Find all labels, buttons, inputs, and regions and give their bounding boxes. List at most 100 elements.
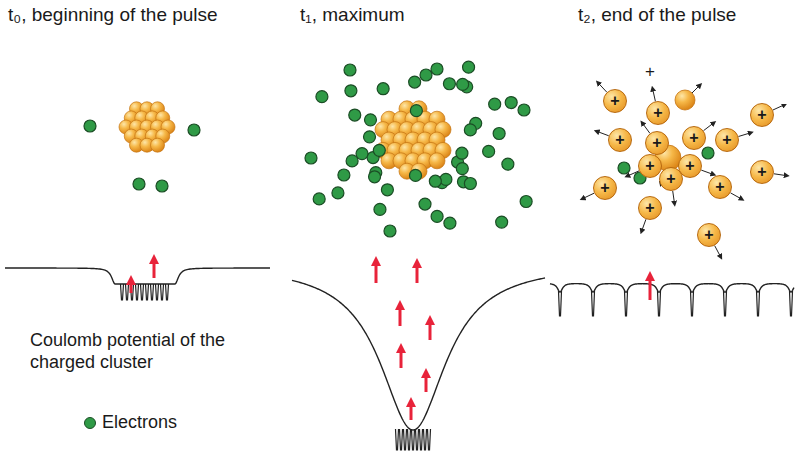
electron [464, 178, 476, 190]
electron [84, 120, 96, 132]
electron [502, 158, 514, 170]
electron [313, 193, 325, 205]
electron [156, 180, 168, 192]
escape-arrow [410, 402, 413, 420]
electron [384, 225, 396, 237]
velocity-arrow [642, 219, 646, 231]
electron [338, 169, 350, 181]
escape-arrow [425, 373, 428, 392]
ion: + [750, 103, 774, 127]
legend-entry: Electrons [84, 412, 177, 434]
ion: + [750, 160, 774, 184]
ion: + [593, 176, 617, 200]
velocity-arrow [597, 131, 609, 136]
potential-spike [412, 429, 415, 450]
potential-spike [625, 291, 628, 316]
coulomb-potential [5, 268, 794, 450]
electron [483, 145, 495, 157]
electrons [84, 61, 714, 237]
ion: + [608, 128, 632, 152]
electron [429, 175, 441, 187]
ion-charge: + [645, 200, 654, 216]
potential-spike [691, 291, 694, 316]
atom [429, 153, 445, 169]
ion-velocity-arrows [582, 83, 786, 257]
ion-charge: + [645, 158, 654, 174]
potential-spike [156, 284, 159, 300]
electron [410, 105, 422, 117]
ion-charge: + [615, 132, 624, 148]
electron [346, 155, 358, 167]
electron [518, 104, 530, 116]
potential-spike [400, 429, 403, 450]
ion: + [638, 196, 662, 220]
electron [364, 131, 376, 143]
electron [456, 163, 468, 175]
electron [505, 97, 517, 109]
escape-arrow [429, 320, 432, 340]
electron [520, 196, 532, 208]
electron [381, 184, 393, 196]
potential-curve [5, 268, 270, 284]
electron [431, 210, 443, 222]
ion-charge: + [610, 93, 619, 109]
electron [419, 198, 431, 210]
potential-spike [404, 429, 407, 450]
potential-spike [658, 291, 661, 316]
escape-arrow [399, 305, 402, 326]
electron [618, 162, 630, 174]
electron [188, 124, 200, 136]
ion: + [682, 126, 706, 150]
ion-charge: + [653, 105, 662, 121]
potential-spike [121, 284, 124, 300]
escape-arrow [130, 280, 133, 293]
potential-spike [126, 284, 129, 300]
velocity-arrow [773, 105, 785, 110]
velocity-arrow [692, 85, 700, 93]
potential-spike [428, 429, 431, 450]
velocity-arrow [715, 246, 721, 257]
electron [409, 76, 421, 88]
electron [373, 144, 385, 156]
velocity-arrow [673, 191, 675, 204]
velocity-arrow [598, 83, 607, 93]
velocity-arrow [738, 133, 750, 137]
velocity-arrow [653, 89, 656, 102]
electron [305, 152, 317, 164]
potential-spike [136, 284, 139, 300]
electron [410, 169, 422, 181]
electron [377, 83, 389, 95]
electron [364, 114, 376, 126]
escape-arrow [400, 348, 403, 368]
potential-spike [592, 291, 595, 316]
potential-spike [416, 429, 419, 450]
electron [316, 91, 328, 103]
potential-spike [161, 284, 164, 300]
ion-charge: + [704, 227, 713, 243]
potential-spike [757, 291, 760, 316]
velocity-arrow [704, 123, 714, 131]
panel-heading: t₁, maximum [300, 4, 405, 27]
panel-heading: t₂, end of the pulse [578, 4, 736, 27]
escape-arrow [649, 276, 652, 300]
electron [456, 147, 468, 159]
potential-spike [724, 291, 727, 316]
ion: + [708, 175, 732, 199]
electron [349, 109, 361, 121]
charge-sign: + [645, 62, 655, 82]
electron [344, 64, 356, 76]
ion-charge: + [757, 107, 766, 123]
escape-arrow [375, 261, 378, 283]
potential-curve [292, 278, 545, 430]
electron [133, 178, 145, 190]
velocity-arrow [582, 193, 594, 199]
electron [493, 127, 505, 139]
potential-spike [408, 429, 411, 450]
ion-charge: + [689, 130, 698, 146]
electron [332, 187, 344, 199]
ion-charge: + [600, 180, 609, 196]
ion: + [646, 101, 670, 125]
potential-spike [166, 284, 169, 300]
